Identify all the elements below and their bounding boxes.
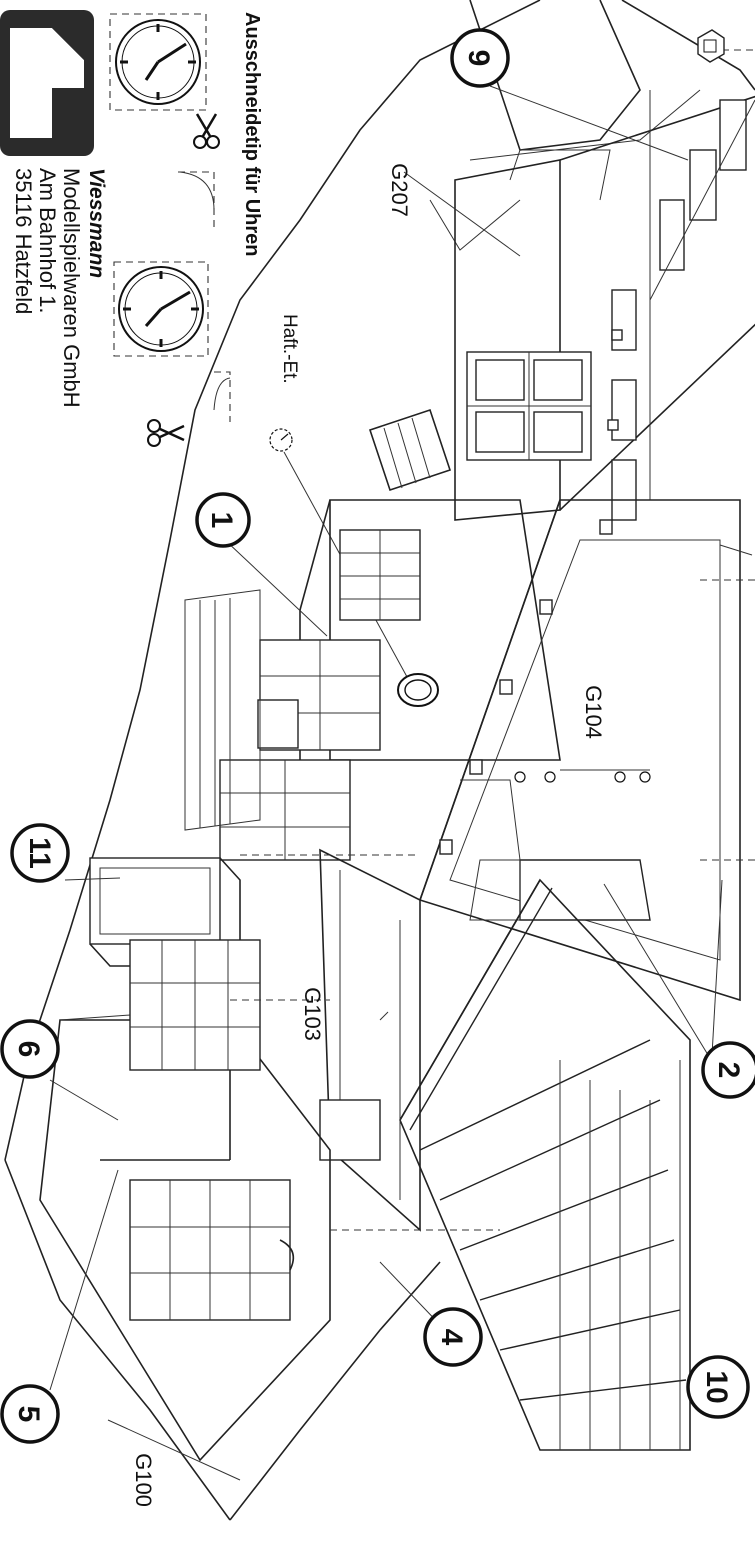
company-street: Am Bahnhof 1. xyxy=(35,168,60,314)
callout-9-label: 9 xyxy=(462,50,495,67)
viessmann-logo xyxy=(0,10,94,156)
callout-6-label: 6 xyxy=(12,1041,45,1058)
callout-4: 4 xyxy=(423,1307,483,1367)
label-g103: G103 xyxy=(300,987,325,1041)
callout-1: 1 xyxy=(195,492,251,548)
clock-icon xyxy=(269,428,293,452)
callout-5-label: 5 xyxy=(12,1406,45,1423)
company-brand: Viessmann xyxy=(85,168,108,278)
clock-icon xyxy=(113,261,209,357)
cutting-tip-title: Ausschneidetip für Uhren xyxy=(241,12,263,256)
callout-9: 9 xyxy=(450,28,510,88)
scissors-icon xyxy=(147,419,185,447)
label-g104: G104 xyxy=(581,685,606,739)
callout-5: 5 xyxy=(0,1384,60,1444)
callout-11: 11 xyxy=(10,823,70,883)
callout-1-label: 1 xyxy=(205,512,238,529)
label-g207: G207 xyxy=(387,163,412,217)
label-g100: G100 xyxy=(131,1453,156,1507)
company-name: Modellspielwaren GmbH xyxy=(59,168,84,408)
callout-10-label: 10 xyxy=(700,1370,733,1403)
haft-label: Haft.-Et. xyxy=(279,314,300,384)
company-city: 35116 Hatzfeld xyxy=(11,168,36,314)
callout-4-label: 4 xyxy=(435,1329,468,1346)
scissors-icon xyxy=(193,113,220,149)
clock-icon xyxy=(109,13,207,111)
building-drawing xyxy=(4,0,755,1521)
callout-6: 6 xyxy=(0,1019,60,1079)
callout-2-label: 2 xyxy=(712,1062,745,1079)
callout-10: 10 xyxy=(686,1355,750,1419)
callout-11-label: 11 xyxy=(23,837,56,869)
callout-2: 2 xyxy=(701,1041,755,1099)
